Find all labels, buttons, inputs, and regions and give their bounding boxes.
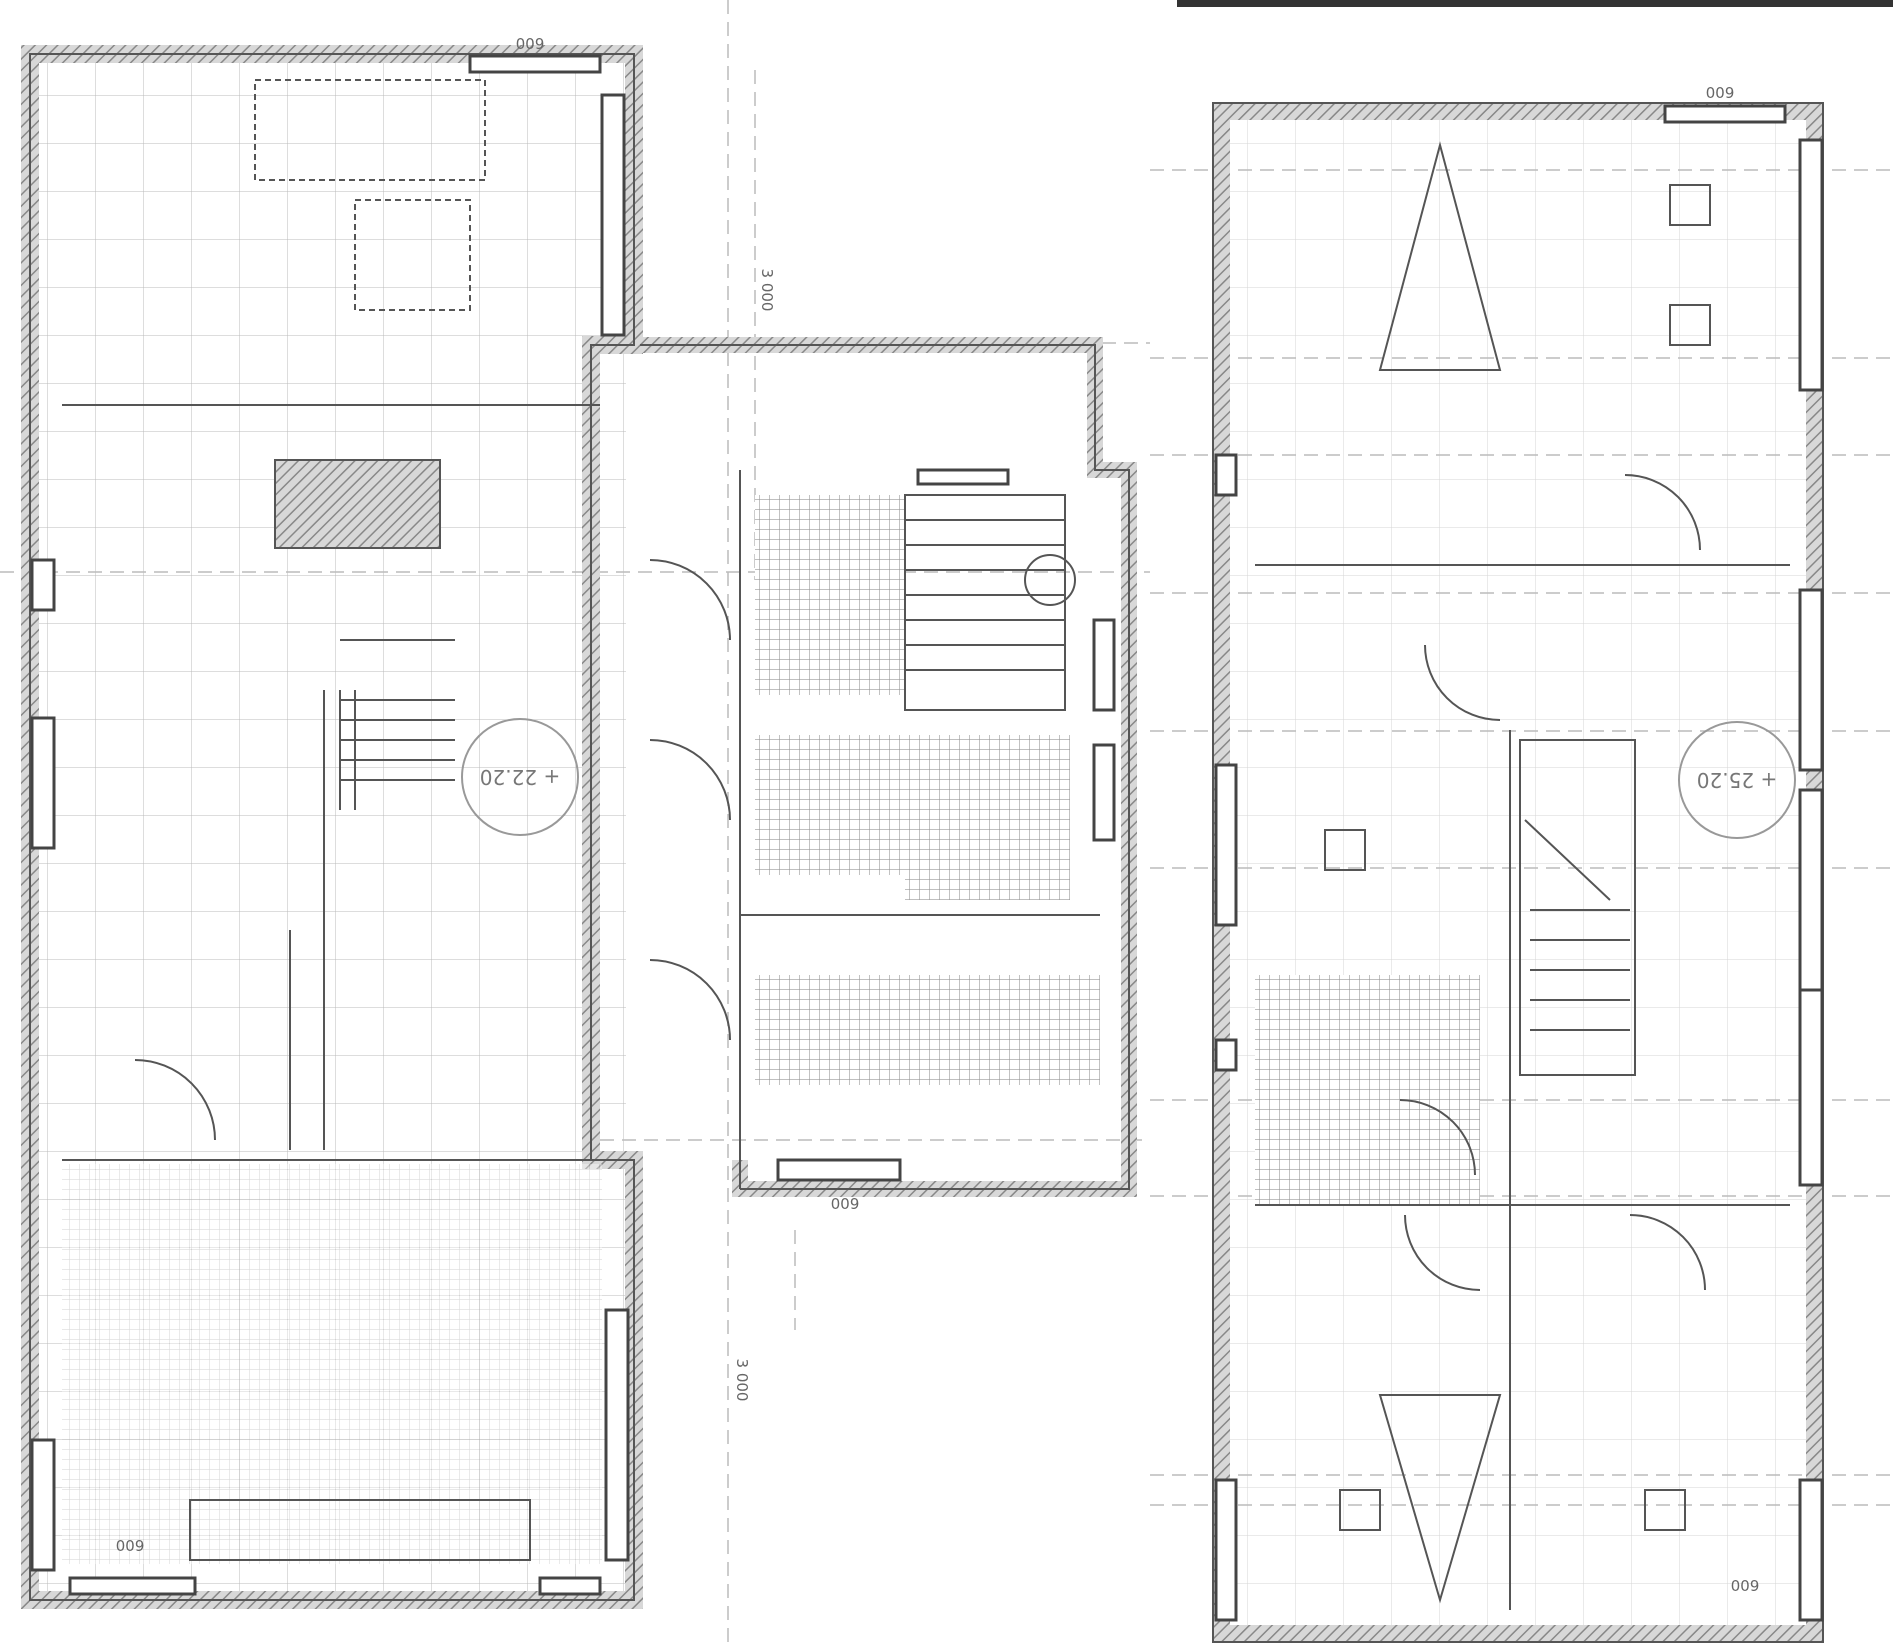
ground-floor-plan: + 22.20 bbox=[21, 45, 731, 1609]
dimension-label: 600 bbox=[1731, 1576, 1760, 1594]
level-mark-circle bbox=[461, 718, 579, 836]
dimension-label: 3 000 bbox=[758, 269, 776, 312]
dimension-label: 600 bbox=[1706, 83, 1735, 101]
dimension-label: 3 000 bbox=[733, 1359, 751, 1402]
dimension-label: 600 bbox=[516, 34, 545, 52]
dimension-label: 600 bbox=[116, 1536, 145, 1554]
level-mark-upper: + 25.20 bbox=[1697, 768, 1777, 792]
upper-floor-plan: + 25.20 bbox=[1212, 102, 1824, 1643]
annex-plan bbox=[640, 337, 1137, 1197]
level-mark-ground: + 22.20 bbox=[480, 765, 560, 789]
header-bar bbox=[1177, 0, 1893, 7]
level-mark-circle bbox=[1678, 721, 1796, 839]
dimension-label: 600 bbox=[831, 1194, 860, 1212]
